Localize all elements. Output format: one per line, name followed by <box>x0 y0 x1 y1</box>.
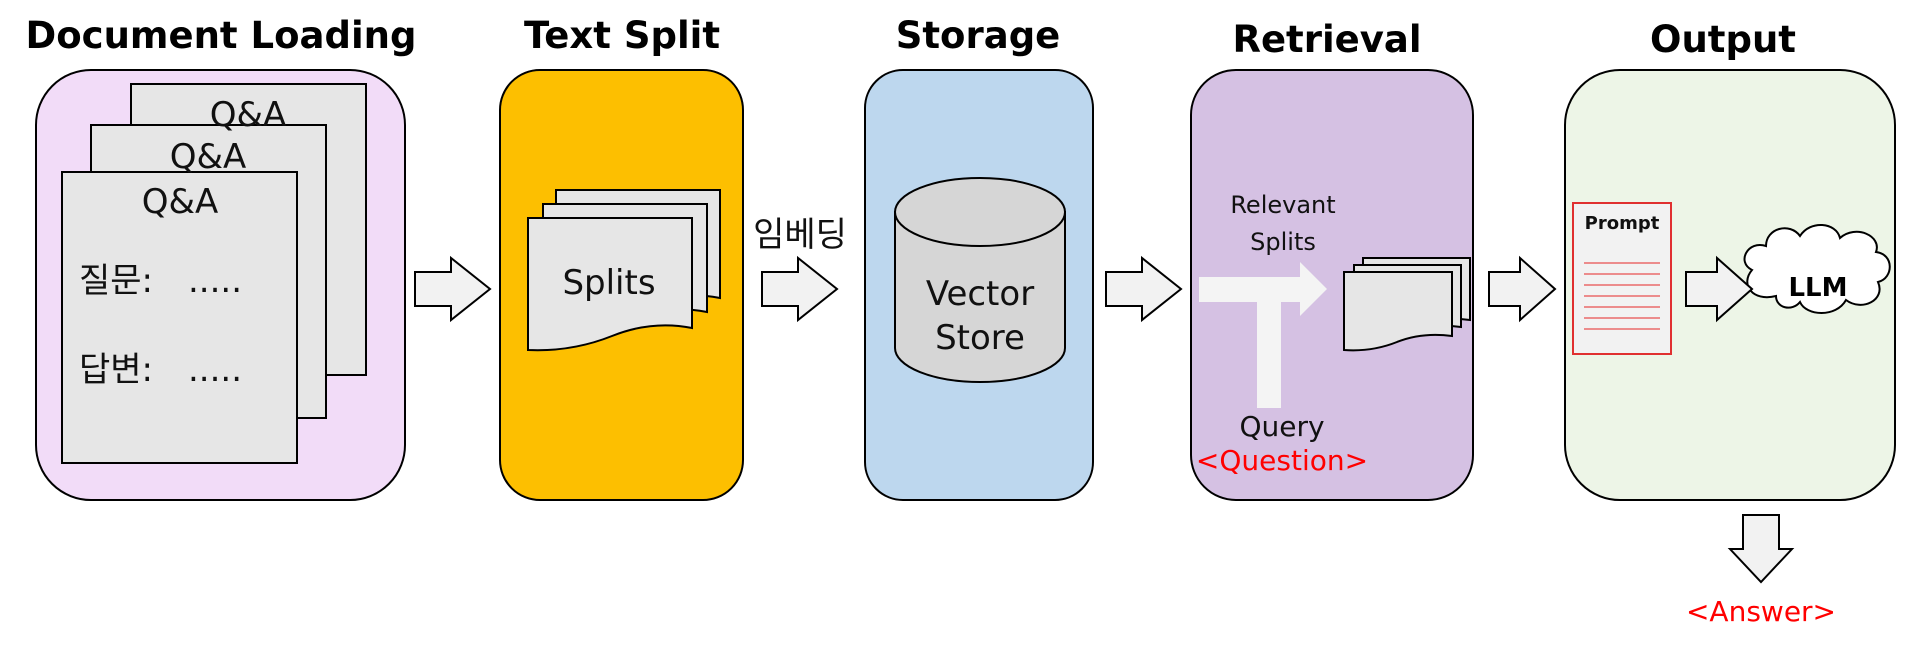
stage-title-text-split: Text Split <box>524 14 720 57</box>
prompt-label: Prompt <box>1585 213 1660 234</box>
qa-page-front <box>61 171 298 464</box>
prompt-document-icon <box>1572 202 1672 355</box>
vector-store-line2: Store <box>935 318 1025 358</box>
split-sheet-front <box>527 217 693 352</box>
stage-title-document-loading: Document Loading <box>26 14 417 57</box>
answer-dots: ..... <box>188 350 242 390</box>
qa-title-back: Q&A <box>210 95 287 135</box>
stage-title-retrieval: Retrieval <box>1232 18 1421 61</box>
embedding-label: 임베딩 <box>753 215 847 255</box>
qa-title-front: Q&A <box>142 182 219 222</box>
answer-label: 답변: <box>79 350 153 390</box>
relevant-splits-line2: Splits <box>1250 228 1316 256</box>
splits-label: Splits <box>562 263 655 303</box>
relevant-splits-stack-icon <box>1343 257 1471 352</box>
query-arrow-icon <box>1199 262 1327 408</box>
qa-title-middle: Q&A <box>170 137 247 177</box>
stage-title-output: Output <box>1650 18 1796 61</box>
arrow-split-to-storage <box>761 255 839 323</box>
cloud-icon <box>1743 224 1891 314</box>
arrow-load-to-split <box>414 255 492 323</box>
vector-store-line1: Vector <box>926 274 1034 314</box>
question-dots: ..... <box>188 261 242 301</box>
down-arrow-icon <box>1727 514 1795 584</box>
splits-stack-icon <box>527 189 721 352</box>
cylinder-top <box>894 177 1066 247</box>
stage-title-storage: Storage <box>896 14 1061 57</box>
relevant-splits-line1: Relevant <box>1230 191 1335 219</box>
question-tag: <Question> <box>1196 444 1368 477</box>
relevant-sheet-front <box>1343 271 1453 352</box>
question-label: 질문: <box>79 261 153 301</box>
query-label: Query <box>1239 410 1324 443</box>
arrow-retrieval-to-output <box>1488 255 1557 323</box>
llm-cloud <box>1743 224 1891 314</box>
llm-label: LLM <box>1788 273 1847 303</box>
cylinder-body <box>894 211 1066 383</box>
arrow-storage-to-retrieval <box>1105 255 1183 323</box>
arrow-prompt-to-llm <box>1685 255 1754 323</box>
cylinder-database-icon <box>894 177 1066 383</box>
document-stack-icon <box>61 83 367 464</box>
right-arrow-icon <box>414 255 1754 323</box>
answer-tag: <Answer> <box>1686 595 1836 628</box>
